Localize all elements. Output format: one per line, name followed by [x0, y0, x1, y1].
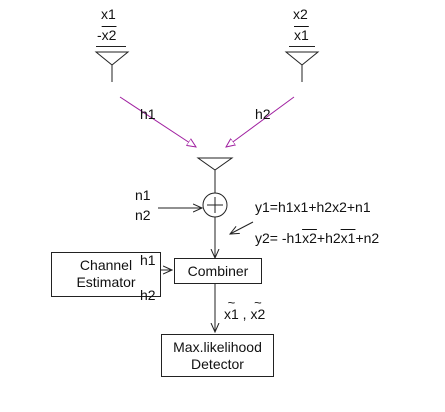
estimator-h1-output: h1	[140, 252, 156, 268]
tx-left-minus: -	[97, 27, 102, 43]
channel-h2-arrow	[226, 96, 295, 147]
ml-detector-line2: Detector	[191, 356, 244, 372]
combiner-block: Combiner	[174, 258, 262, 284]
tx-right-symbol-top: x2	[293, 6, 308, 22]
channel-estimator-line1: Channel	[79, 257, 133, 273]
noise-n1-label: n1	[135, 187, 151, 203]
noise-n2-label: n2	[135, 207, 151, 223]
channel-h2-label: h2	[255, 106, 271, 122]
estimate-x1: x1	[224, 295, 239, 322]
tx-left-symbol-bottom: -x2	[97, 27, 116, 43]
channel-h1-label: h1	[140, 106, 156, 122]
tx-left-symbol-top: x1	[101, 6, 116, 22]
ml-detector-line1: Max.likelihood	[173, 339, 262, 355]
tx-right-conj-x1: x1	[294, 27, 309, 43]
tx-antenna-right-icon	[284, 51, 320, 82]
channel-estimator-line2: Estimator	[76, 274, 136, 290]
channel-h1-arrow	[119, 96, 196, 147]
combiner-label: Combiner	[187, 263, 249, 279]
estimate-separator: ,	[238, 306, 251, 322]
tx-left-underline	[96, 46, 126, 47]
equation-y1: y1=h1x1+h2x2+n1	[255, 199, 371, 215]
channel-estimator-block: Channel Estimator	[51, 252, 161, 297]
equation-y2-conj-x2: x2	[302, 230, 317, 246]
equation-pointer-arrow	[230, 221, 254, 234]
ml-detector-block: Max.likelihood Detector	[161, 334, 274, 377]
equation-y2-conj-x1: x1	[340, 230, 356, 246]
estimator-h2-output: h2	[140, 287, 156, 303]
equation-y2-suffix: +n2	[355, 230, 380, 246]
rx-antenna-icon	[196, 157, 234, 193]
equation-y2-mid: +h2	[316, 230, 341, 246]
equation-y2-prefix: y2= -h1	[255, 230, 303, 246]
tx-left-conj-x2: x2	[101, 27, 117, 43]
tx-right-underline	[289, 46, 315, 47]
estimates-label: x1 , x2	[224, 295, 265, 322]
estimate-x2: x2	[250, 295, 265, 322]
tx-antenna-left-icon	[94, 51, 130, 82]
equation-y2: y2= -h1x2+h2x1+n2	[255, 230, 379, 246]
noise-adder-icon	[202, 192, 228, 218]
